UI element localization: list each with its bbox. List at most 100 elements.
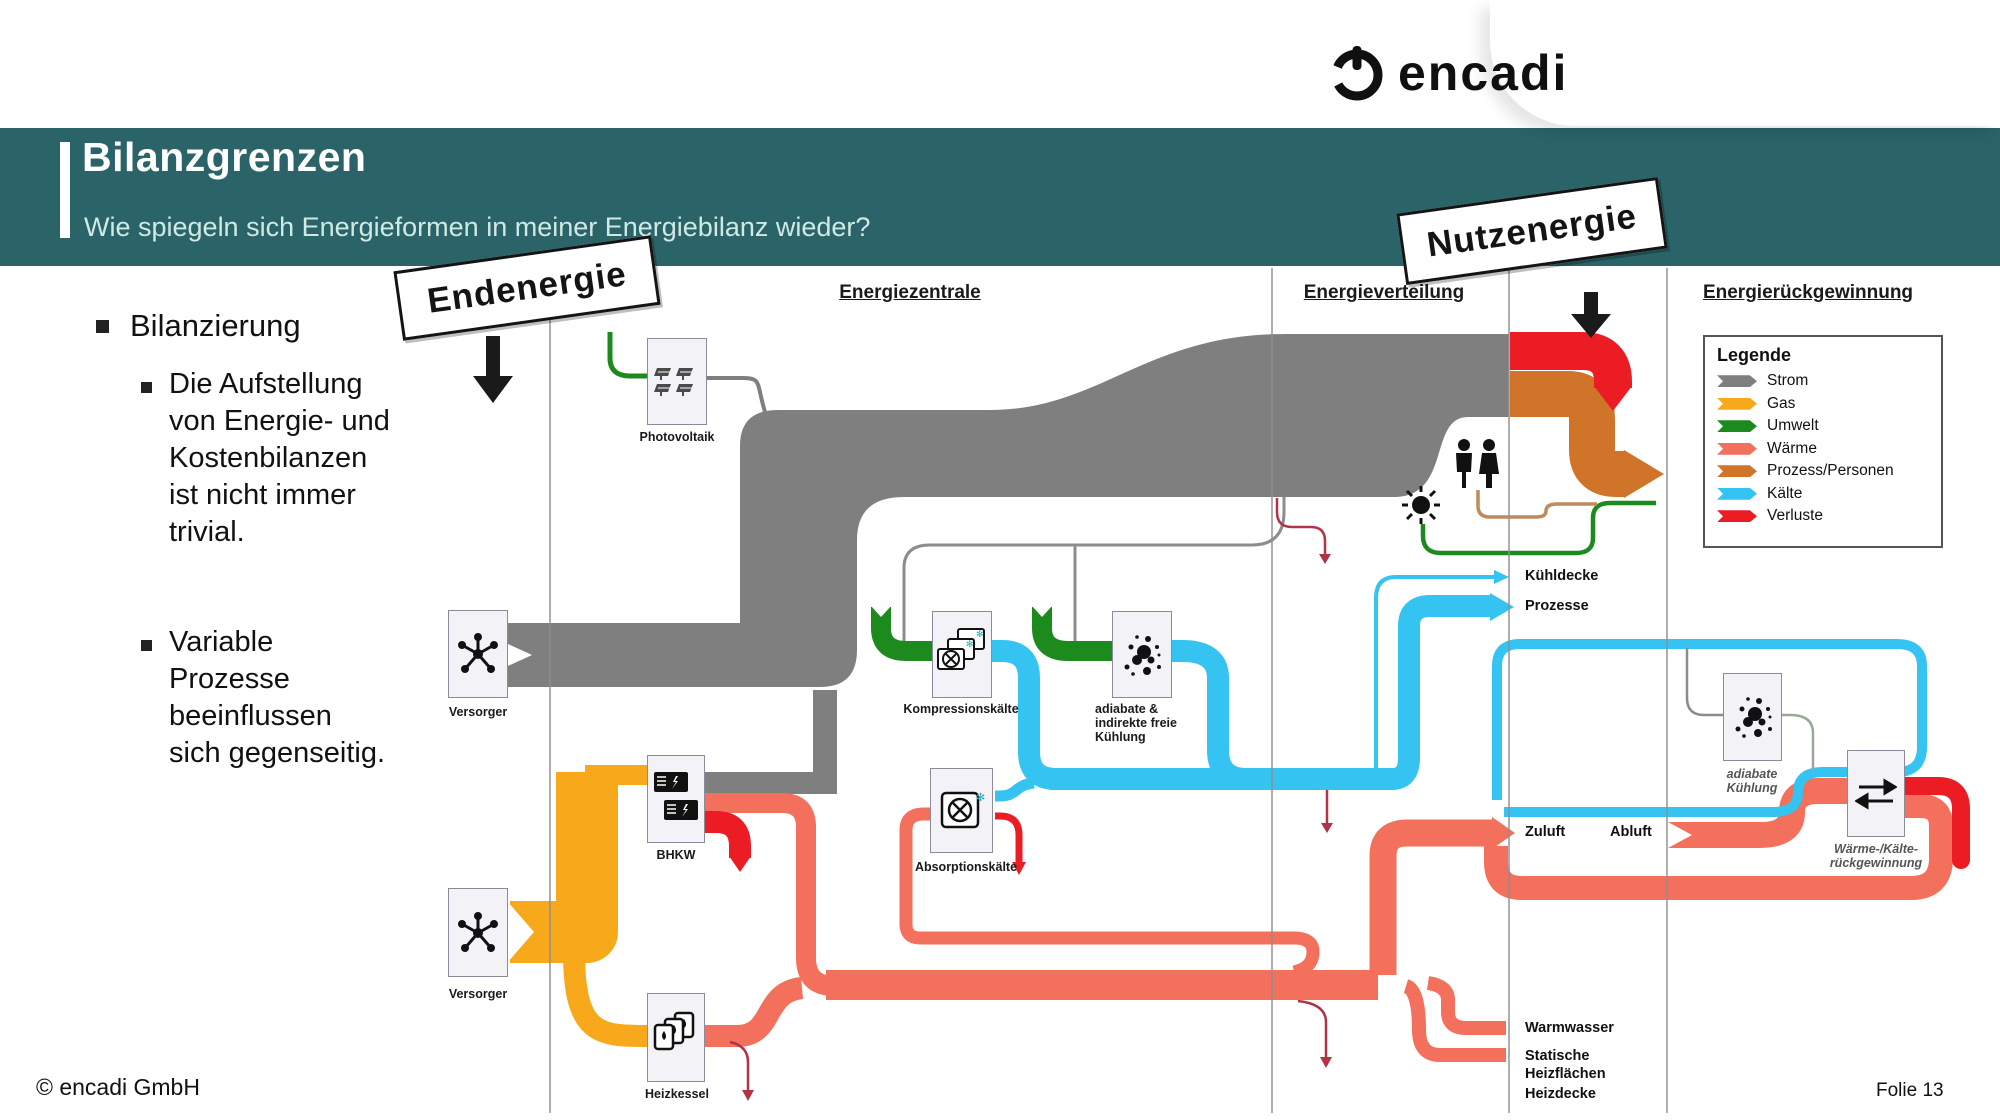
- column-energieverteilung: Energieverteilung: [1303, 282, 1465, 303]
- node-versorger-2: [448, 888, 508, 977]
- thin-tip-heizkessel: [742, 1090, 754, 1101]
- flow-verlust-bhkw: [705, 811, 751, 858]
- label-adiabate-freie: adiabate & indirekte freie Kühlung: [1095, 702, 1177, 744]
- verlust-absorber-tip: [1012, 862, 1026, 875]
- verlust-bhkw-tip: [729, 856, 751, 872]
- waerme-swatch: [1717, 442, 1757, 455]
- flow-verlust-top: [1510, 332, 1632, 401]
- verlust-top-tip: [1594, 386, 1632, 411]
- flow-umwelt-pv: [607, 332, 647, 379]
- bullet-square: [141, 640, 152, 651]
- power-icon: [1331, 46, 1383, 101]
- label-photovoltaik: Photovoltaik: [639, 430, 715, 444]
- spray-droplets-icon: [1124, 634, 1161, 676]
- umwelt-swatch: [1717, 420, 1757, 433]
- nutzenergie-arrow-head: [1571, 314, 1611, 338]
- label-kuehldecke: Kühldecke: [1525, 568, 1599, 584]
- bullet-square: [96, 320, 109, 333]
- gas-swatch: [1717, 397, 1757, 410]
- prozess-arrowtip: [1624, 450, 1664, 498]
- flow-gas-heizkessel: [563, 951, 649, 1047]
- thin-strom-adiabatbox: [1685, 648, 1723, 717]
- node-photovoltaik: [647, 338, 707, 425]
- node-absorptionskaelte: ✻: [930, 768, 993, 853]
- svg-text:✻: ✻: [976, 630, 984, 640]
- copyright: © encadi GmbH: [36, 1074, 200, 1100]
- logo-text: encadi: [1398, 45, 1569, 101]
- solar-panel-icon: [654, 367, 693, 396]
- flow-kaelte-prozesse: [1391, 595, 1492, 790]
- flow-umwelt-sonne: [1420, 500, 1656, 556]
- flow-waerme-warmwasser: [1426, 976, 1506, 1035]
- node-waerme-kaelte-rueckgewinnung: [1847, 750, 1905, 837]
- legend-row: Gas: [1717, 393, 1929, 416]
- prozess-swatch: [1717, 465, 1757, 478]
- flow-kaelte-adiabat: [1171, 640, 1262, 790]
- flow-umwelt-adiabat: [1032, 607, 1112, 661]
- sonne-icon: [1402, 486, 1440, 524]
- verluste-swatch: [1717, 510, 1757, 523]
- network-hub-icon: [458, 911, 498, 952]
- legend-row: Kälte: [1717, 483, 1929, 506]
- svg-text:✻: ✻: [966, 640, 974, 650]
- flow-waerme-rueckfuehrung: [1484, 794, 1953, 900]
- label-wk-rueckgewinnung: Wärme-/Kälte- rückgewinnung: [1829, 842, 1923, 870]
- label-absorptionskaelte: Absorptionskälte: [914, 860, 1018, 874]
- zuluft-arrowtip: [1492, 817, 1515, 849]
- flow-kaelte-absorber: [994, 777, 1035, 802]
- flow-strom-pv: [707, 376, 767, 413]
- flow-waerme-zuluft: [1369, 819, 1494, 975]
- abluft-notch: [1668, 822, 1692, 848]
- flow-kaelte-rueckgewinnung-loop: [1492, 639, 1927, 817]
- label-versorger-1: Versorger: [448, 705, 508, 719]
- flow-waerme-absorber-feeder: [899, 807, 1320, 979]
- thin-verlust-heizkessel: [729, 1040, 750, 1091]
- label-versorger-2: Versorger: [448, 987, 508, 1001]
- node-kompressionskaelte: ✻ ✻: [932, 611, 992, 698]
- kaelte-swatch: [1717, 487, 1757, 500]
- flow-kaelte-kuehldecke: [1374, 575, 1496, 768]
- bullet-aufstellung: Die Aufstellung von Energie- und Kostenb…: [169, 368, 390, 548]
- svg-text:✻: ✻: [976, 791, 985, 804]
- flow-kaelte-kompression: [991, 640, 1072, 790]
- umwelt-notch-1: [871, 606, 891, 617]
- bullet-bilanzierung: Bilanzierung: [130, 308, 301, 343]
- endenergie-arrow-shaft: [486, 336, 500, 378]
- legend-row: Wärme: [1717, 438, 1929, 461]
- legend-row: Prozess/Personen: [1717, 460, 1929, 483]
- label-prozesse: Prozesse: [1525, 598, 1589, 614]
- prozesse-arrowtip: [1490, 593, 1514, 621]
- kuehldecke-arrowtip: [1494, 570, 1509, 584]
- legend-row: Verluste: [1717, 505, 1929, 528]
- column-energierueckgewinnung: Energierückgewinnung: [1702, 282, 1914, 303]
- thin-tip-3: [1320, 1057, 1332, 1068]
- flow-waerme-heizkessel: [705, 977, 805, 1047]
- thin-tip-1: [1319, 554, 1331, 564]
- absorption-chiller-icon: ✻: [940, 791, 985, 828]
- flow-prozess: [1510, 371, 1639, 497]
- gas-source-notch: [508, 902, 534, 962]
- node-adiabate-freie-kuehlung: [1112, 611, 1172, 698]
- legend: Legende Strom Gas Umwelt Wärme Prozess/P…: [1703, 335, 1943, 548]
- slide-number: Folie 13: [1876, 1080, 1944, 1101]
- exchange-arrows-icon: [1855, 777, 1897, 810]
- flow-waerme-statische: [1402, 979, 1506, 1062]
- node-bhkw: [647, 755, 705, 843]
- thin-verlust-3: [1297, 999, 1328, 1058]
- logo-bubble: [1490, 0, 2000, 126]
- title-accent-bar: [60, 142, 70, 238]
- network-hub-icon: [458, 633, 498, 673]
- label-statische-heizflaechen: Statische Heizflächen: [1525, 1048, 1606, 1082]
- label-adiabate-kuehlung: adiabate Kühlung: [1726, 767, 1778, 795]
- nutzenergie-arrow-shaft: [1584, 292, 1598, 316]
- label-warmwasser: Warmwasser: [1525, 1020, 1614, 1036]
- bullet-variable: Variable Prozesse beeinflussen sich gege…: [169, 626, 386, 769]
- label-bhkw: BHKW: [656, 848, 696, 862]
- thin-verlust-1: [1275, 498, 1327, 555]
- node-adiabate-kuehlung: [1723, 673, 1782, 761]
- flow-strom-main: [508, 334, 1509, 687]
- legend-row: Strom: [1717, 370, 1929, 393]
- flow-strom-bhkw: [705, 690, 837, 794]
- label-heizdecke: Heizdecke: [1525, 1086, 1596, 1102]
